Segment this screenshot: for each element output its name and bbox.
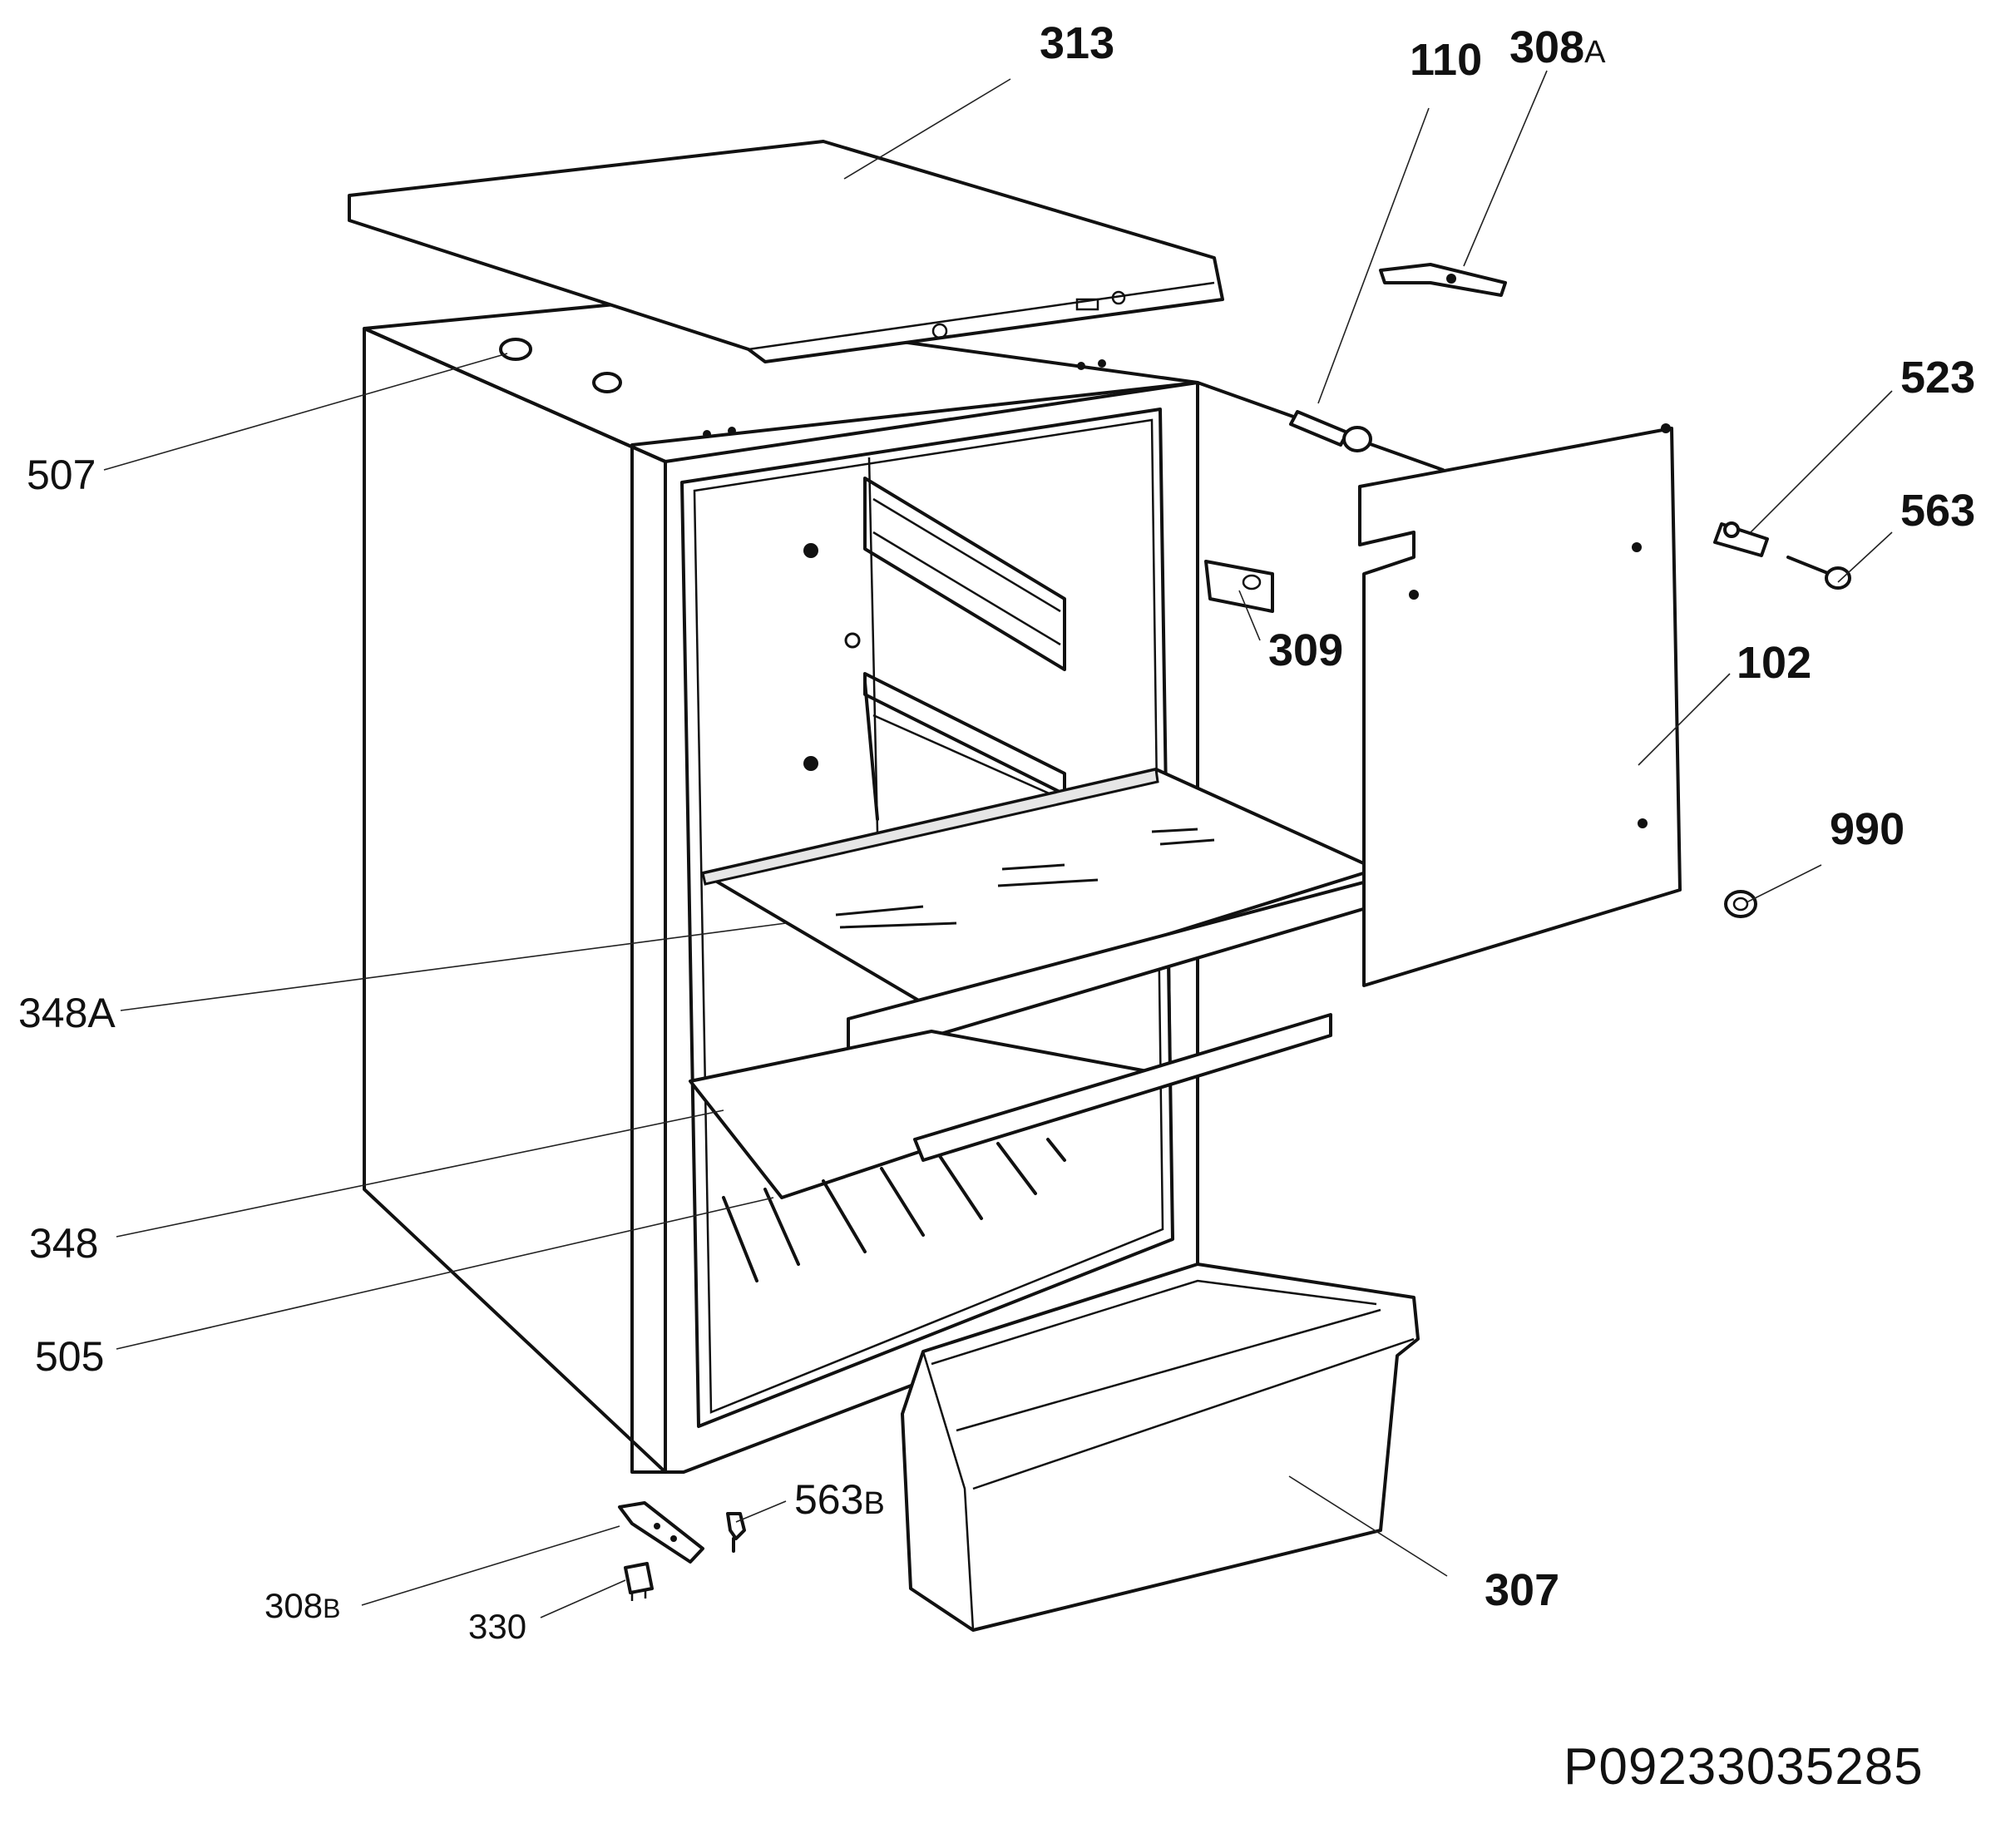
hinge-part-308A xyxy=(1379,263,1507,297)
label-110: 110 xyxy=(1410,35,1482,85)
cap-part-990 xyxy=(1724,890,1757,918)
part-labels: 313 110 308A 523 563 507 309 102 990 348… xyxy=(18,18,1975,1646)
label-563B: 563B xyxy=(794,1476,885,1523)
hinge-part-308B xyxy=(618,1501,704,1564)
hinge-pin-part-110 xyxy=(1196,381,1445,472)
foot-part-330 xyxy=(624,1562,654,1601)
glass-shelf-part-348A xyxy=(701,768,1415,1058)
label-313: 313 xyxy=(1040,18,1114,68)
shelf-supports xyxy=(863,477,1066,821)
label-330: 330 xyxy=(468,1607,526,1646)
screw-part-563 xyxy=(1786,556,1851,590)
label-507: 507 xyxy=(27,452,96,498)
label-308A: 308A xyxy=(1509,22,1606,72)
label-102: 102 xyxy=(1737,638,1811,688)
label-308B: 308B xyxy=(264,1586,340,1625)
leader-lines xyxy=(103,70,1893,1618)
crisper-box-part-307 xyxy=(901,1262,1420,1632)
wire-grid-part-505 xyxy=(722,1138,1066,1282)
label-348A: 348A xyxy=(18,990,116,1036)
label-523: 523 xyxy=(1900,353,1975,403)
screw-part-523 xyxy=(1713,521,1769,557)
shelf-part-348 xyxy=(689,1013,1332,1199)
label-505: 505 xyxy=(35,1333,104,1380)
door-stop-part-309 xyxy=(1204,560,1274,613)
top-cover-part-313 xyxy=(348,140,1224,363)
label-309: 309 xyxy=(1268,625,1343,675)
door-part-102 xyxy=(1358,423,1682,987)
label-307: 307 xyxy=(1485,1565,1559,1615)
label-990: 990 xyxy=(1830,804,1905,854)
label-563: 563 xyxy=(1900,486,1975,536)
label-348: 348 xyxy=(29,1220,98,1267)
drawing-code: P09233035285 xyxy=(1564,1738,1924,1796)
